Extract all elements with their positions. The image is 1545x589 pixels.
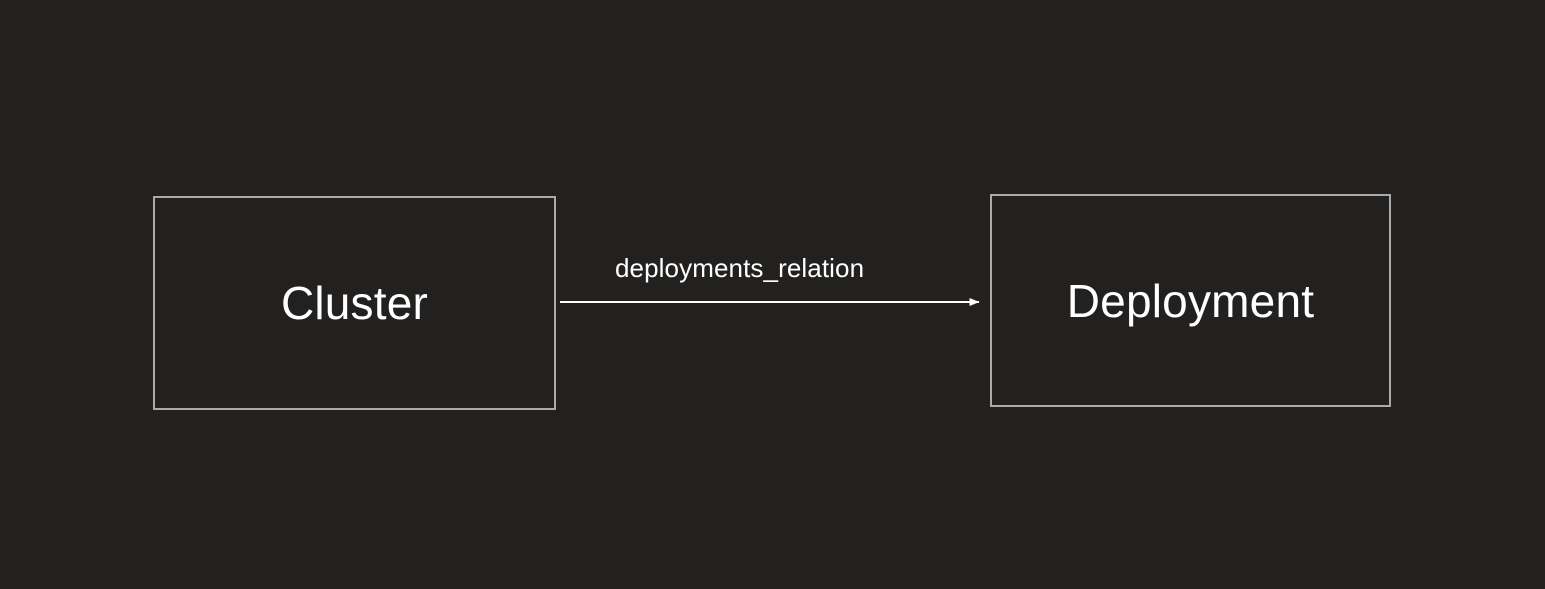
edge-label-deployments-relation: deployments_relation xyxy=(615,253,865,283)
node-cluster[interactable]: Cluster xyxy=(153,196,556,410)
node-deployment-label: Deployment xyxy=(1066,274,1315,327)
node-cluster-label: Cluster xyxy=(280,277,429,329)
node-deployment[interactable]: Deployment xyxy=(990,194,1391,407)
